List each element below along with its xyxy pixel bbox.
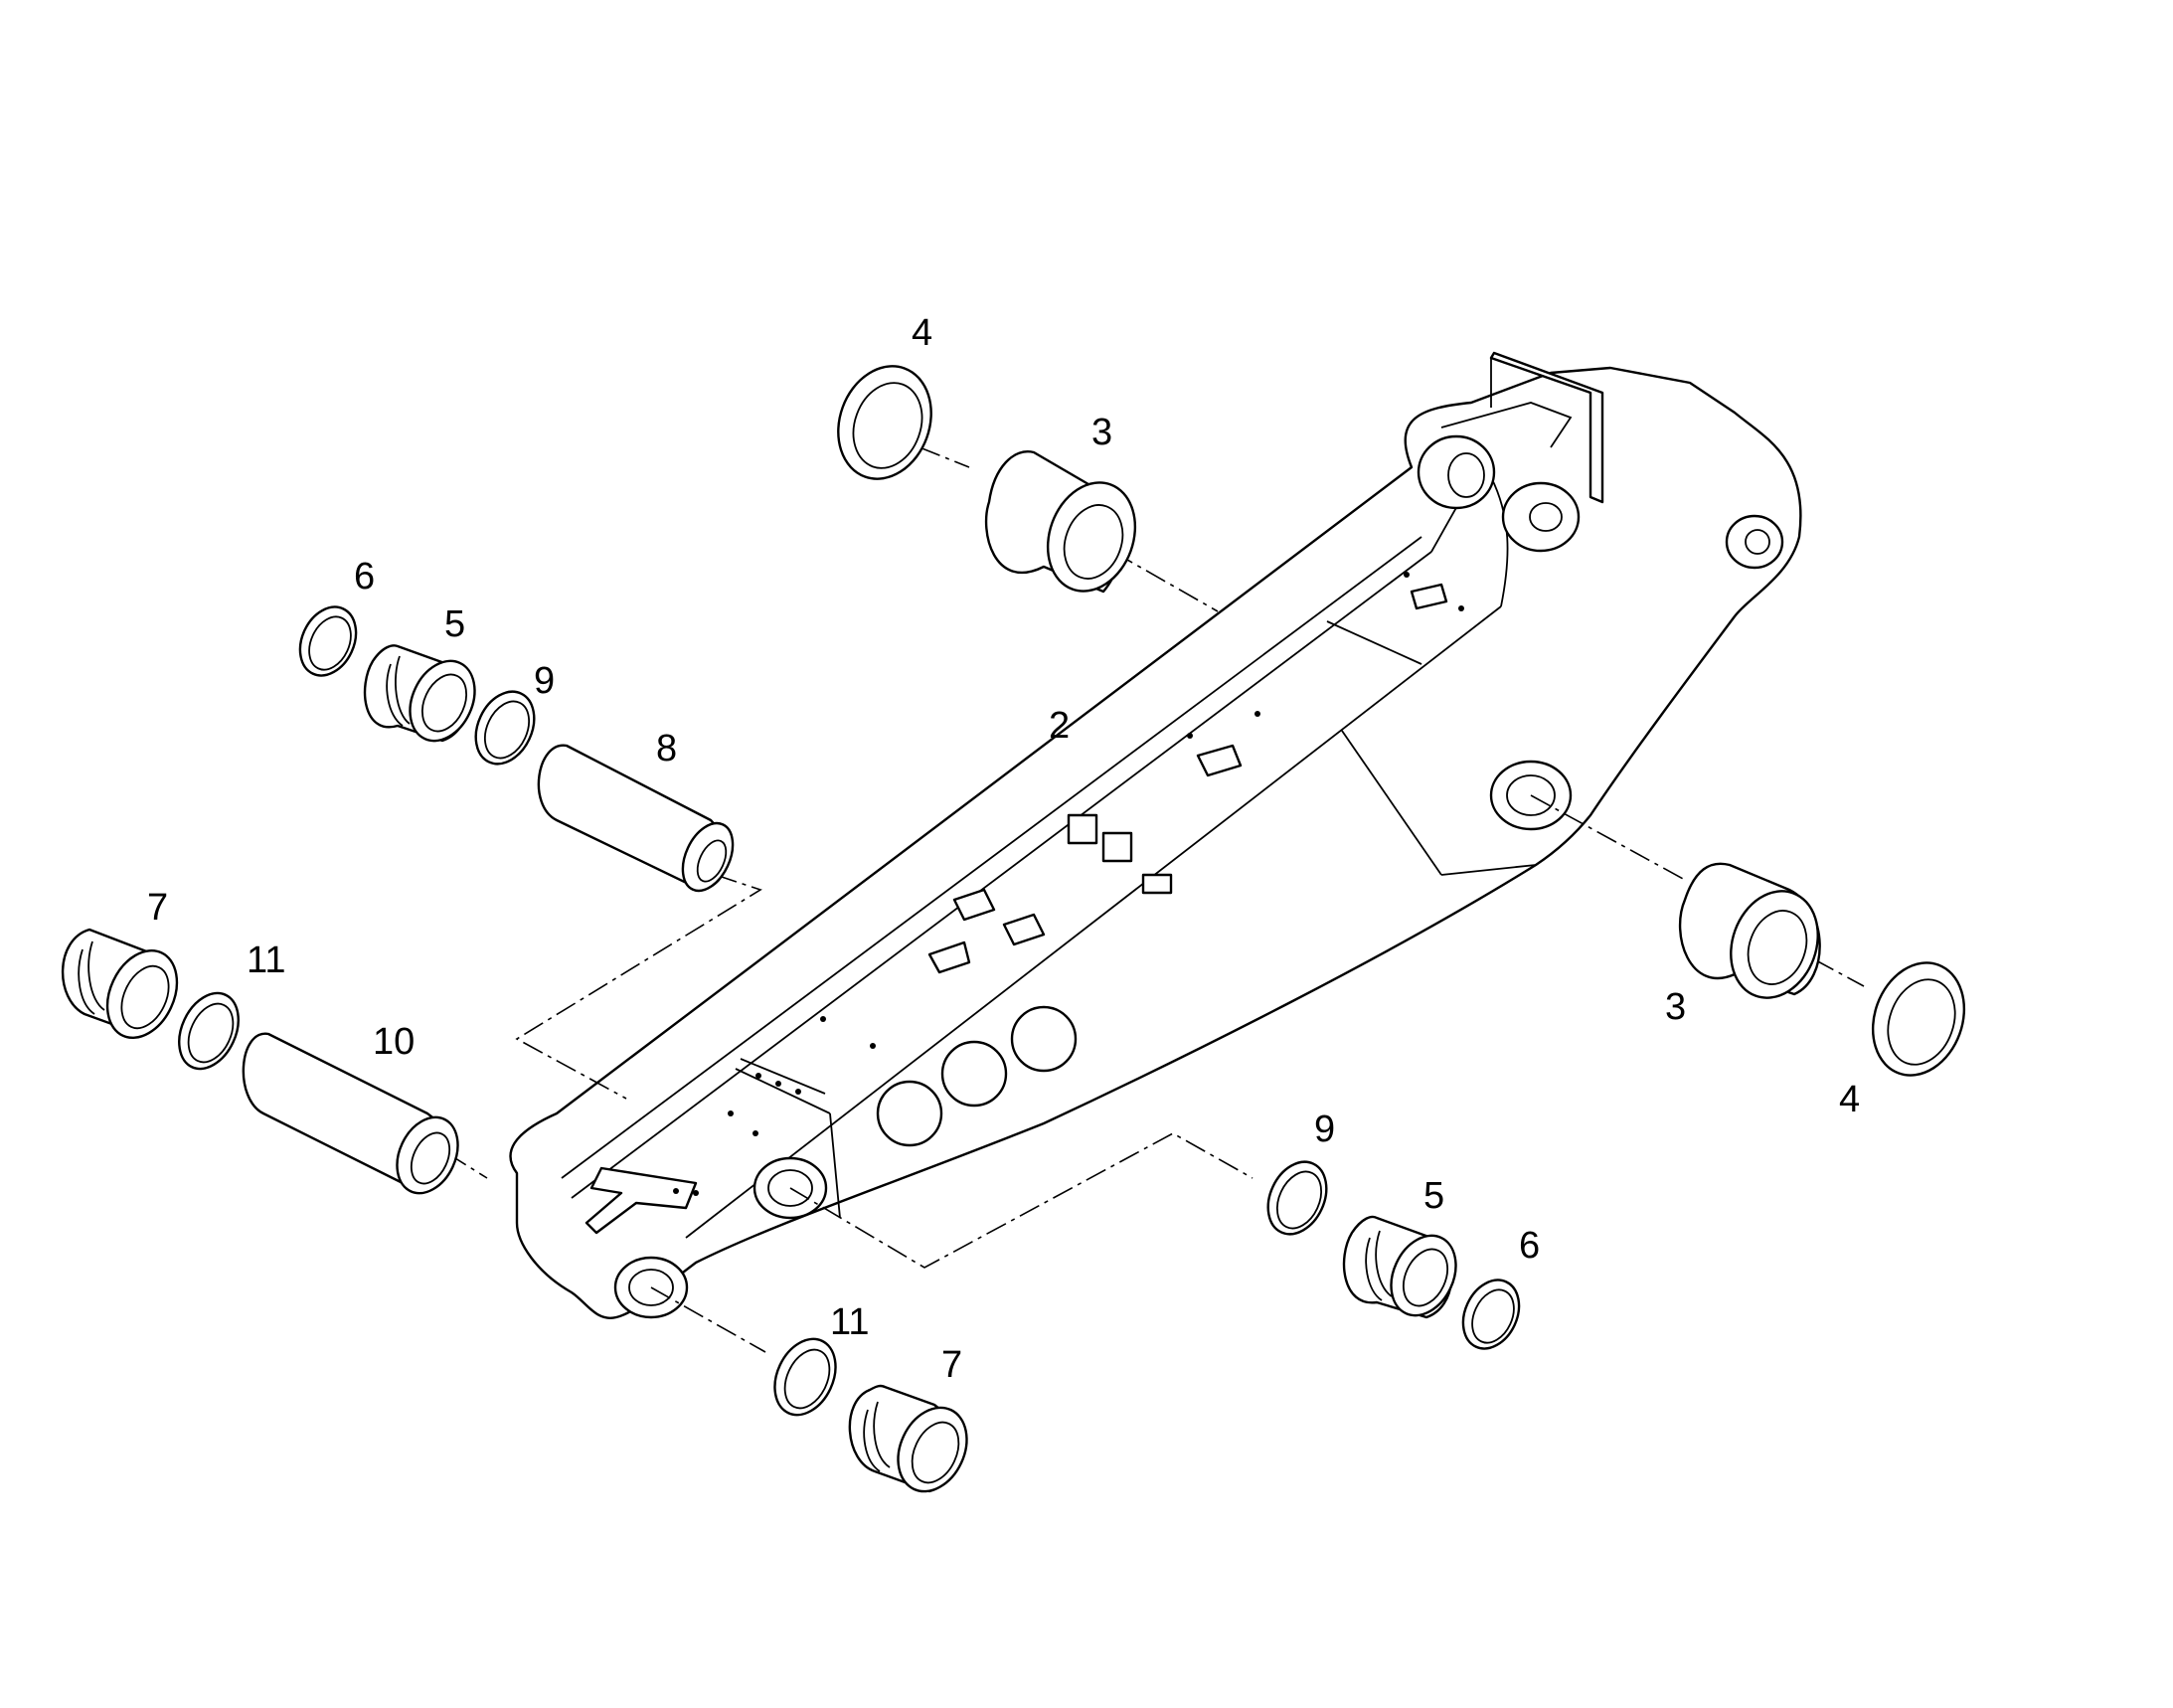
callout-3-right: 3: [1665, 986, 1686, 1028]
callout-7-bottom: 7: [941, 1344, 962, 1386]
part-7-bushing-left: [61, 928, 179, 1040]
callout-11-bottom: 11: [830, 1301, 869, 1343]
part-3-bushing-right: [1678, 862, 1821, 999]
callout-2: 2: [1049, 705, 1070, 747]
part-4-ring-right: [1871, 961, 1966, 1077]
callout-labels: 2 3 3 4 4 5 5 6 6 7 7 8 9 9 10 11 11: [147, 312, 1860, 1386]
callout-3-top: 3: [1091, 412, 1112, 453]
part-5-bushing-right: [1342, 1215, 1457, 1319]
part-11-ring-bottom: [773, 1337, 837, 1417]
assembly-axis-lines: [446, 446, 1865, 1353]
callout-4-top: 4: [912, 312, 932, 354]
callout-6-right: 6: [1519, 1225, 1540, 1267]
callout-9-right: 9: [1314, 1109, 1335, 1150]
callout-7-left: 7: [147, 887, 168, 929]
part-3-bushing-top: [984, 450, 1137, 594]
callout-5-right: 5: [1423, 1175, 1444, 1217]
callout-11-left: 11: [247, 939, 285, 981]
part-8-pin: [537, 744, 735, 893]
callout-8: 8: [656, 728, 677, 769]
callout-5-left: 5: [444, 603, 465, 645]
part-4-ring-top: [837, 365, 932, 480]
part-9-ring-left: [474, 690, 536, 766]
part-7-bushing-bottom: [848, 1384, 968, 1493]
part-10-pin: [242, 1032, 459, 1195]
callout-9-left: 9: [534, 660, 555, 702]
part-5-bushing-left: [363, 644, 476, 743]
part-9-ring-right: [1266, 1160, 1328, 1236]
callout-6-left: 6: [354, 556, 375, 598]
boom-arm: [509, 351, 1802, 1319]
part-11-ring-left: [178, 991, 240, 1071]
part-6-ring-right: [1461, 1279, 1521, 1350]
callout-4-right: 4: [1839, 1079, 1860, 1120]
part-6-ring-left: [298, 605, 358, 677]
callout-10: 10: [373, 1021, 415, 1063]
